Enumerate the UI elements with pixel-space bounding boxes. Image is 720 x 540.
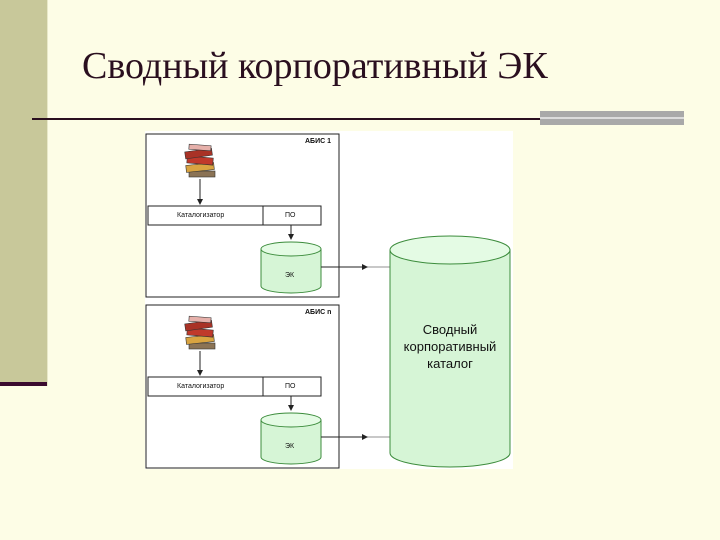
catalog-cylinder-1 bbox=[260, 241, 322, 294]
left-accent-underline bbox=[0, 382, 47, 386]
union-catalog-line-3: каталог bbox=[427, 356, 473, 371]
system-1-software-label: ПО bbox=[285, 212, 296, 219]
diagram-canvas bbox=[145, 131, 513, 469]
system-n-name: АБИС n bbox=[305, 309, 332, 316]
title-rule-accent-stripe bbox=[540, 117, 684, 119]
union-catalog-cylinder bbox=[389, 235, 511, 468]
slide-title: Сводный корпоративный ЭК bbox=[82, 45, 548, 87]
books-icon bbox=[184, 143, 216, 178]
books-icon bbox=[184, 315, 216, 350]
union-catalog-line-1: Сводный bbox=[422, 322, 478, 337]
union-catalog-line-2: корпоративный bbox=[403, 339, 497, 354]
left-accent-band bbox=[0, 0, 47, 382]
catalog-diagram: АБИС 1 Каталогизатор ПО ЭК АБИС n Катало… bbox=[145, 131, 513, 469]
left-accent-edge bbox=[47, 0, 48, 386]
system-n-cataloger-label: Каталогизатор bbox=[177, 383, 225, 390]
catalog-cylinder-n bbox=[260, 412, 322, 465]
system-n-catalog-label: ЭК bbox=[285, 443, 295, 450]
software-box-n bbox=[262, 376, 322, 397]
software-box-1 bbox=[262, 205, 322, 226]
title-rule bbox=[32, 118, 540, 120]
system-1-name: АБИС 1 bbox=[305, 138, 332, 145]
system-n-software-label: ПО bbox=[285, 383, 296, 390]
system-1-catalog-label: ЭК bbox=[285, 272, 295, 279]
system-1-cataloger-label: Каталогизатор bbox=[177, 212, 225, 219]
